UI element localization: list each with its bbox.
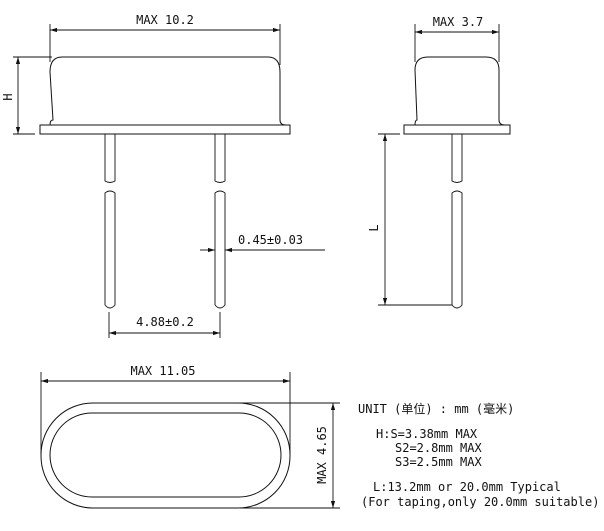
- width-label: MAX 10.2: [136, 13, 194, 27]
- lead-length-spec: L:13.2mm or 20.0mm Typical: [373, 480, 561, 494]
- front-body: [49, 56, 287, 126]
- front-flange: [39, 124, 291, 135]
- height-spec-s3: S3=2.5mm MAX: [395, 455, 482, 469]
- taping-note: (For taping,only 20.0mm suitable): [361, 495, 599, 509]
- height-spec-s: H:S=3.38mm MAX: [376, 427, 478, 441]
- notes: UNIT (单位) : mm (毫米) H:S=3.38mm MAX S2=2.…: [358, 401, 599, 509]
- bottom-width-label: MAX 4.65: [315, 426, 329, 484]
- side-width-label: MAX 3.7: [433, 15, 484, 29]
- front-lead-left-upper: [104, 134, 116, 183]
- side-lead-lower: [451, 190, 463, 309]
- outer-outline: [40, 402, 291, 509]
- side-flange: [403, 124, 511, 135]
- lead-pitch-label: 4.88±0.2: [136, 315, 194, 329]
- bottom-view: MAX 11.05 MAX 4.65: [40, 364, 340, 509]
- side-body: [414, 56, 506, 126]
- length-label: MAX 11.05: [130, 364, 195, 378]
- unit-note: UNIT (单位) : mm (毫米): [358, 401, 514, 416]
- height-label: H: [1, 93, 15, 100]
- front-lead-left-lower: [104, 190, 116, 309]
- front-lead-right-lower: [214, 190, 226, 309]
- lead-diameter-label: 0.45±0.03: [238, 233, 303, 247]
- side-lead-upper: [451, 134, 463, 183]
- height-spec-s2: S2=2.8mm MAX: [395, 441, 482, 455]
- front-view: MAX 10.2 H 0.45±0.03 4.88±0.2: [1, 13, 325, 338]
- lead-length-label: L: [367, 224, 381, 231]
- front-lead-right-upper: [214, 134, 226, 183]
- inner-outline: [49, 412, 282, 498]
- side-view: MAX 3.7 L: [367, 15, 511, 309]
